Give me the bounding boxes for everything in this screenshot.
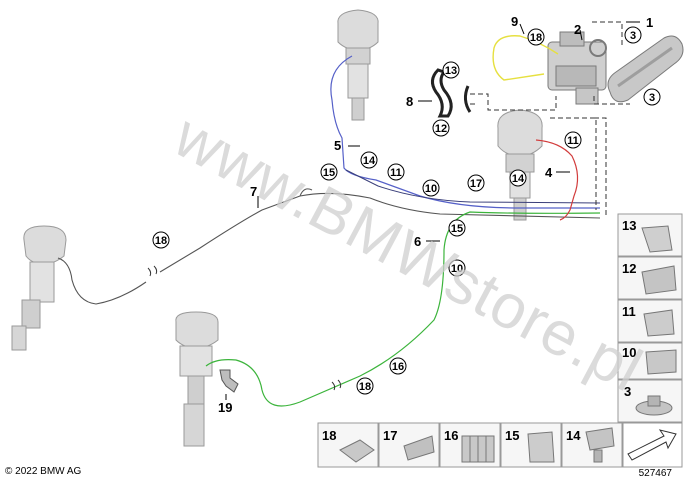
label-7: 7 — [250, 184, 257, 199]
parts-panel-right: 13 12 11 10 3 — [617, 213, 683, 423]
panel-bottom-label-14: 14 — [566, 428, 581, 443]
callout-15-b: 15 — [451, 223, 463, 235]
callout-12: 12 — [435, 123, 447, 135]
panel-bottom-label-17: 17 — [383, 428, 397, 443]
clip-13-icon — [641, 225, 673, 253]
line-item-7-b — [57, 257, 147, 305]
panel-bottom-label-18: 18 — [322, 428, 336, 443]
line-item-6 — [205, 211, 601, 407]
label-5: 5 — [334, 138, 341, 153]
clip-17-icon — [403, 435, 435, 461]
air-strut-rear-left — [11, 225, 67, 351]
line-item-4 — [535, 139, 579, 221]
panel-right-label-11: 11 — [622, 304, 636, 319]
panel-right-label-10: 10 — [622, 345, 636, 360]
item-8-hose — [431, 68, 453, 118]
panel-bottom-label-15: 15 — [505, 428, 519, 443]
clip-11-icon — [643, 309, 675, 337]
clip-12-icon — [641, 265, 677, 295]
clip-15-icon — [527, 431, 555, 463]
callout-3-a: 3 — [630, 30, 636, 42]
panel-right-label-3: 3 — [624, 384, 631, 399]
panel-right-label-12: 12 — [622, 261, 636, 276]
line-item-5-b — [345, 169, 601, 204]
clip-10-icon — [645, 349, 677, 375]
air-strut-rear-right — [175, 311, 219, 447]
panel-right-label-13: 13 — [622, 218, 636, 233]
leader-lines — [225, 21, 640, 400]
direction-arrow-icon — [627, 429, 677, 461]
callout-10-b: 10 — [451, 263, 463, 275]
label-2: 2 — [574, 22, 581, 37]
callout-17: 17 — [470, 178, 482, 190]
line-item-5 — [330, 55, 600, 209]
label-9: 9 — [511, 14, 518, 29]
callout-13: 13 — [445, 65, 457, 77]
air-strut-front-right — [497, 109, 543, 221]
compressor-valve-block — [547, 31, 607, 105]
panel-bottom-label-16: 16 — [444, 428, 458, 443]
item-19-bracket — [219, 369, 239, 393]
copyright-notice: © 2022 BMW AG — [5, 466, 82, 477]
label-19: 19 — [218, 400, 232, 415]
label-8: 8 — [406, 94, 413, 109]
callout-3-b: 3 — [649, 92, 655, 104]
callout-11-b: 11 — [567, 135, 579, 147]
air-strut-front-left — [337, 9, 379, 121]
callout-10-a: 10 — [425, 183, 437, 195]
callout-14-a: 14 — [363, 155, 376, 167]
label-1: 1 — [646, 15, 653, 30]
callout-circles — [152, 26, 661, 395]
dashed-connections — [470, 21, 630, 218]
line-item-7-branch — [299, 188, 313, 197]
callout-15-a: 15 — [323, 167, 335, 179]
pressure-reservoir — [607, 35, 684, 103]
clip-18-icon — [339, 439, 375, 463]
line-break-marks — [147, 265, 342, 391]
callout-18-a: 18 — [530, 32, 542, 44]
label-4: 4 — [545, 165, 553, 180]
clip-14-icon — [585, 427, 615, 451]
callout-18-b: 18 — [155, 235, 167, 247]
label-6: 6 — [414, 234, 421, 249]
callout-16: 16 — [392, 361, 404, 373]
item-8-hose-end — [463, 85, 472, 113]
callout-14-b: 14 — [512, 173, 525, 185]
callout-18-c: 18 — [359, 381, 371, 393]
parts-panel-bottom: 18 17 16 15 14 — [317, 422, 683, 468]
document-id: 527467 — [638, 468, 672, 479]
line-item-7 — [159, 192, 601, 273]
callout-11-a: 11 — [390, 167, 402, 179]
